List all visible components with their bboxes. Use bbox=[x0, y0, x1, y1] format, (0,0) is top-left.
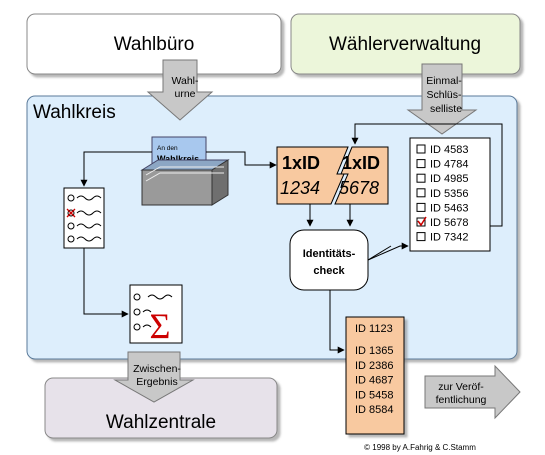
key-list-item: ID 4784 bbox=[430, 159, 469, 171]
key-list: ID 4583 ID 4784 ID 4985 ID 5356 ID 5463 ID 56… bbox=[416, 144, 469, 244]
key-list-item: ID 5463 bbox=[430, 202, 469, 214]
envelope-line-1: An den bbox=[157, 145, 178, 152]
identity-check-label-1: Identitäts- bbox=[303, 248, 356, 260]
veroeffentlichung-label-2: fentlichung bbox=[436, 394, 487, 406]
envelope-line-2: Wahlkreis bbox=[157, 154, 199, 164]
schluesselliste-label-1: Einmal- bbox=[426, 75, 462, 87]
key-list-item: ID 5356 bbox=[430, 188, 469, 200]
zwischenergebnis-arrow bbox=[113, 351, 195, 403]
wahlbuero-label: Wahlbüro bbox=[114, 34, 195, 55]
identity-check-box bbox=[289, 229, 369, 291]
key-list-item: ID 7342 bbox=[430, 232, 469, 244]
id-token: 1xID 1xID 1234 5678 bbox=[276, 146, 389, 205]
id-token-bottom-left: 1234 bbox=[280, 178, 320, 198]
wahlzentrale-label: Wahlzentrale bbox=[106, 412, 216, 433]
id-token-top-right: 1xID bbox=[342, 153, 380, 173]
result-list-item: ID 5458 bbox=[355, 389, 394, 401]
sum-sheet: Σ bbox=[129, 284, 183, 346]
key-list-item: ID 4583 bbox=[430, 144, 469, 156]
veroeffentlichung-label-1: zur Veröf- bbox=[438, 381, 484, 393]
id-token-bottom-right: 5678 bbox=[339, 178, 379, 198]
result-list-item: ID 1123 bbox=[355, 323, 393, 335]
key-list-item: ID 5678 bbox=[430, 217, 469, 229]
voter-roster-sheet bbox=[63, 187, 105, 249]
schluesselliste-label-2: Schlüs- bbox=[426, 89, 462, 101]
key-checkbox[interactable] bbox=[416, 202, 426, 212]
result-list: ID 1123 ID 1365 ID 2386 ID 4687 ID 5458 ID 85… bbox=[355, 323, 394, 416]
wahlbuero-box bbox=[26, 13, 282, 75]
key-list-item: ID 4985 bbox=[430, 173, 469, 185]
waehlerverwaltung-box bbox=[290, 13, 521, 75]
key-checkbox[interactable] bbox=[416, 159, 426, 169]
copyright-note: © 1998 by A.Fahrig & C.Stamm bbox=[364, 443, 476, 452]
zwischenergebnis-label-2: Ergebnis bbox=[136, 376, 177, 388]
result-list-item: ID 8584 bbox=[355, 404, 394, 416]
wahlurne-label-1: Wahl- bbox=[171, 75, 199, 87]
waehlerverwaltung-label: Wählerverwaltung bbox=[329, 34, 481, 55]
schluesselliste-arrow bbox=[406, 63, 478, 135]
connectors bbox=[80, 123, 503, 354]
result-list-item: ID 1365 bbox=[355, 345, 394, 357]
check-icon bbox=[417, 216, 427, 227]
result-list-box bbox=[345, 316, 405, 435]
wahlkreis-label: Wahlkreis bbox=[33, 102, 116, 123]
ballot-card-tray: An den Wahlkreis bbox=[140, 136, 230, 206]
key-checkbox[interactable] bbox=[416, 144, 426, 154]
result-list-item: ID 2386 bbox=[355, 360, 394, 372]
key-checkbox[interactable] bbox=[416, 173, 426, 183]
key-checkbox[interactable] bbox=[416, 232, 426, 242]
wahlurne-label-2: urne bbox=[174, 88, 195, 100]
id-token-top-left: 1xID bbox=[282, 153, 320, 173]
wahlurne-arrow bbox=[146, 59, 214, 121]
key-checkbox[interactable] bbox=[416, 188, 426, 198]
identity-check-label-2: check bbox=[313, 265, 345, 277]
schluesselliste-label-3: selliste bbox=[430, 103, 462, 115]
zwischenergebnis-label-1: Zwischen- bbox=[133, 363, 181, 375]
result-list-item: ID 4687 bbox=[355, 375, 394, 387]
veroeffentlichung-arrow bbox=[424, 364, 521, 420]
sum-sigma-icon: Σ bbox=[150, 306, 171, 346]
